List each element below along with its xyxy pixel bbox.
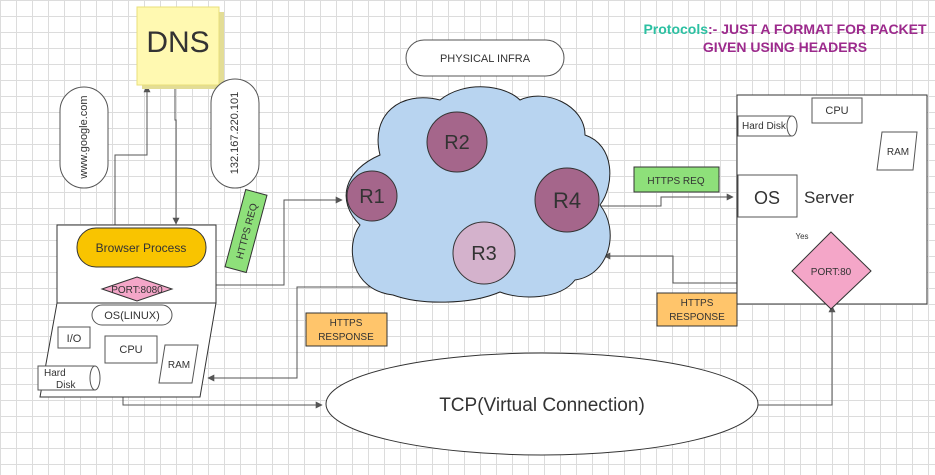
client-ram-label: RAM bbox=[168, 360, 190, 371]
server-label: Server bbox=[804, 188, 854, 207]
router-r2: R2 bbox=[426, 111, 488, 173]
server-machine: CPU Hard Disk RAM OS Server Yes PORT:80 bbox=[736, 94, 928, 310]
arrow-dns-to-browser bbox=[172, 86, 180, 225]
protocols-text: :- JUST A FORMAT FOR PACKET GIVEN USING … bbox=[702, 21, 927, 55]
svg-text:HTTPS REQ: HTTPS REQ bbox=[647, 176, 704, 187]
client-os-label: OS(LINUX) bbox=[104, 310, 160, 322]
server-ram-label: RAM bbox=[887, 147, 909, 158]
physical-infra-cloud bbox=[345, 86, 611, 303]
client-os-box: OS(LINUX) I/O CPU RAM Hard Disk bbox=[37, 302, 217, 398]
protocols-prefix: Protocols bbox=[643, 21, 709, 37]
https-response-left: HTTPS RESPONSE bbox=[305, 312, 388, 347]
server-os-label: OS bbox=[754, 188, 780, 208]
svg-text:R3: R3 bbox=[471, 243, 497, 265]
server-disk-label: Hard Disk bbox=[742, 121, 787, 132]
dns-sticky-note: DNS bbox=[136, 6, 224, 89]
server-port-label: PORT:80 bbox=[811, 267, 852, 278]
svg-text:HTTPS: HTTPS bbox=[330, 318, 363, 329]
ip-text: 132.167.220.101 bbox=[229, 92, 241, 175]
arrow-browser-to-dns bbox=[114, 85, 151, 226]
dns-label: DNS bbox=[146, 26, 209, 59]
https-response-right: HTTPS RESPONSE bbox=[656, 292, 738, 327]
physical-infra-label: PHYSICAL INFRA bbox=[405, 39, 565, 77]
io-label: I/O bbox=[67, 333, 82, 345]
arrow-tcp-to-server bbox=[758, 305, 836, 406]
svg-text:R2: R2 bbox=[444, 132, 470, 154]
arrow-client-to-r1 bbox=[216, 196, 343, 286]
yes-label: Yes bbox=[795, 232, 808, 241]
client-cpu-label: CPU bbox=[119, 344, 142, 356]
client-disk-label-1: Hard bbox=[44, 368, 66, 379]
client-disk-label-2: Disk bbox=[56, 380, 76, 391]
svg-text:RESPONSE: RESPONSE bbox=[669, 312, 725, 323]
physical-infra-text: PHYSICAL INFRA bbox=[440, 53, 531, 65]
svg-text:RESPONSE: RESPONSE bbox=[318, 332, 374, 343]
arrow-client-to-tcp bbox=[122, 397, 323, 409]
tcp-label: TCP(Virtual Connection) bbox=[439, 395, 645, 416]
router-r1: R1 bbox=[346, 170, 398, 222]
arrow-server-to-cloud bbox=[603, 252, 737, 284]
arrow-cloud-to-client bbox=[207, 286, 393, 382]
https-req-left: HTTPS REQ bbox=[224, 188, 268, 274]
client-port-label: PORT:8080 bbox=[111, 285, 163, 296]
domain-pill: www.google.com bbox=[59, 86, 109, 189]
svg-text:HTTPS: HTTPS bbox=[681, 298, 714, 309]
router-r3: R3 bbox=[452, 221, 516, 285]
arrow-r4-to-server bbox=[598, 193, 734, 207]
server-cpu-label: CPU bbox=[825, 105, 848, 117]
ip-pill: 132.167.220.101 bbox=[210, 78, 260, 189]
tcp-connection: TCP(Virtual Connection) bbox=[325, 352, 759, 456]
protocols-note: Protocols:- JUST A FORMAT FOR PACKET GIV… bbox=[640, 20, 930, 56]
svg-text:R4: R4 bbox=[553, 188, 581, 213]
svg-text:R1: R1 bbox=[359, 186, 385, 208]
client-machine: Browser Process PORT:8080 bbox=[56, 224, 217, 304]
https-req-right: HTTPS REQ bbox=[633, 166, 720, 193]
router-r4: R4 bbox=[534, 167, 600, 233]
browser-process-label: Browser Process bbox=[96, 241, 187, 255]
domain-text: www.google.com bbox=[78, 95, 90, 179]
